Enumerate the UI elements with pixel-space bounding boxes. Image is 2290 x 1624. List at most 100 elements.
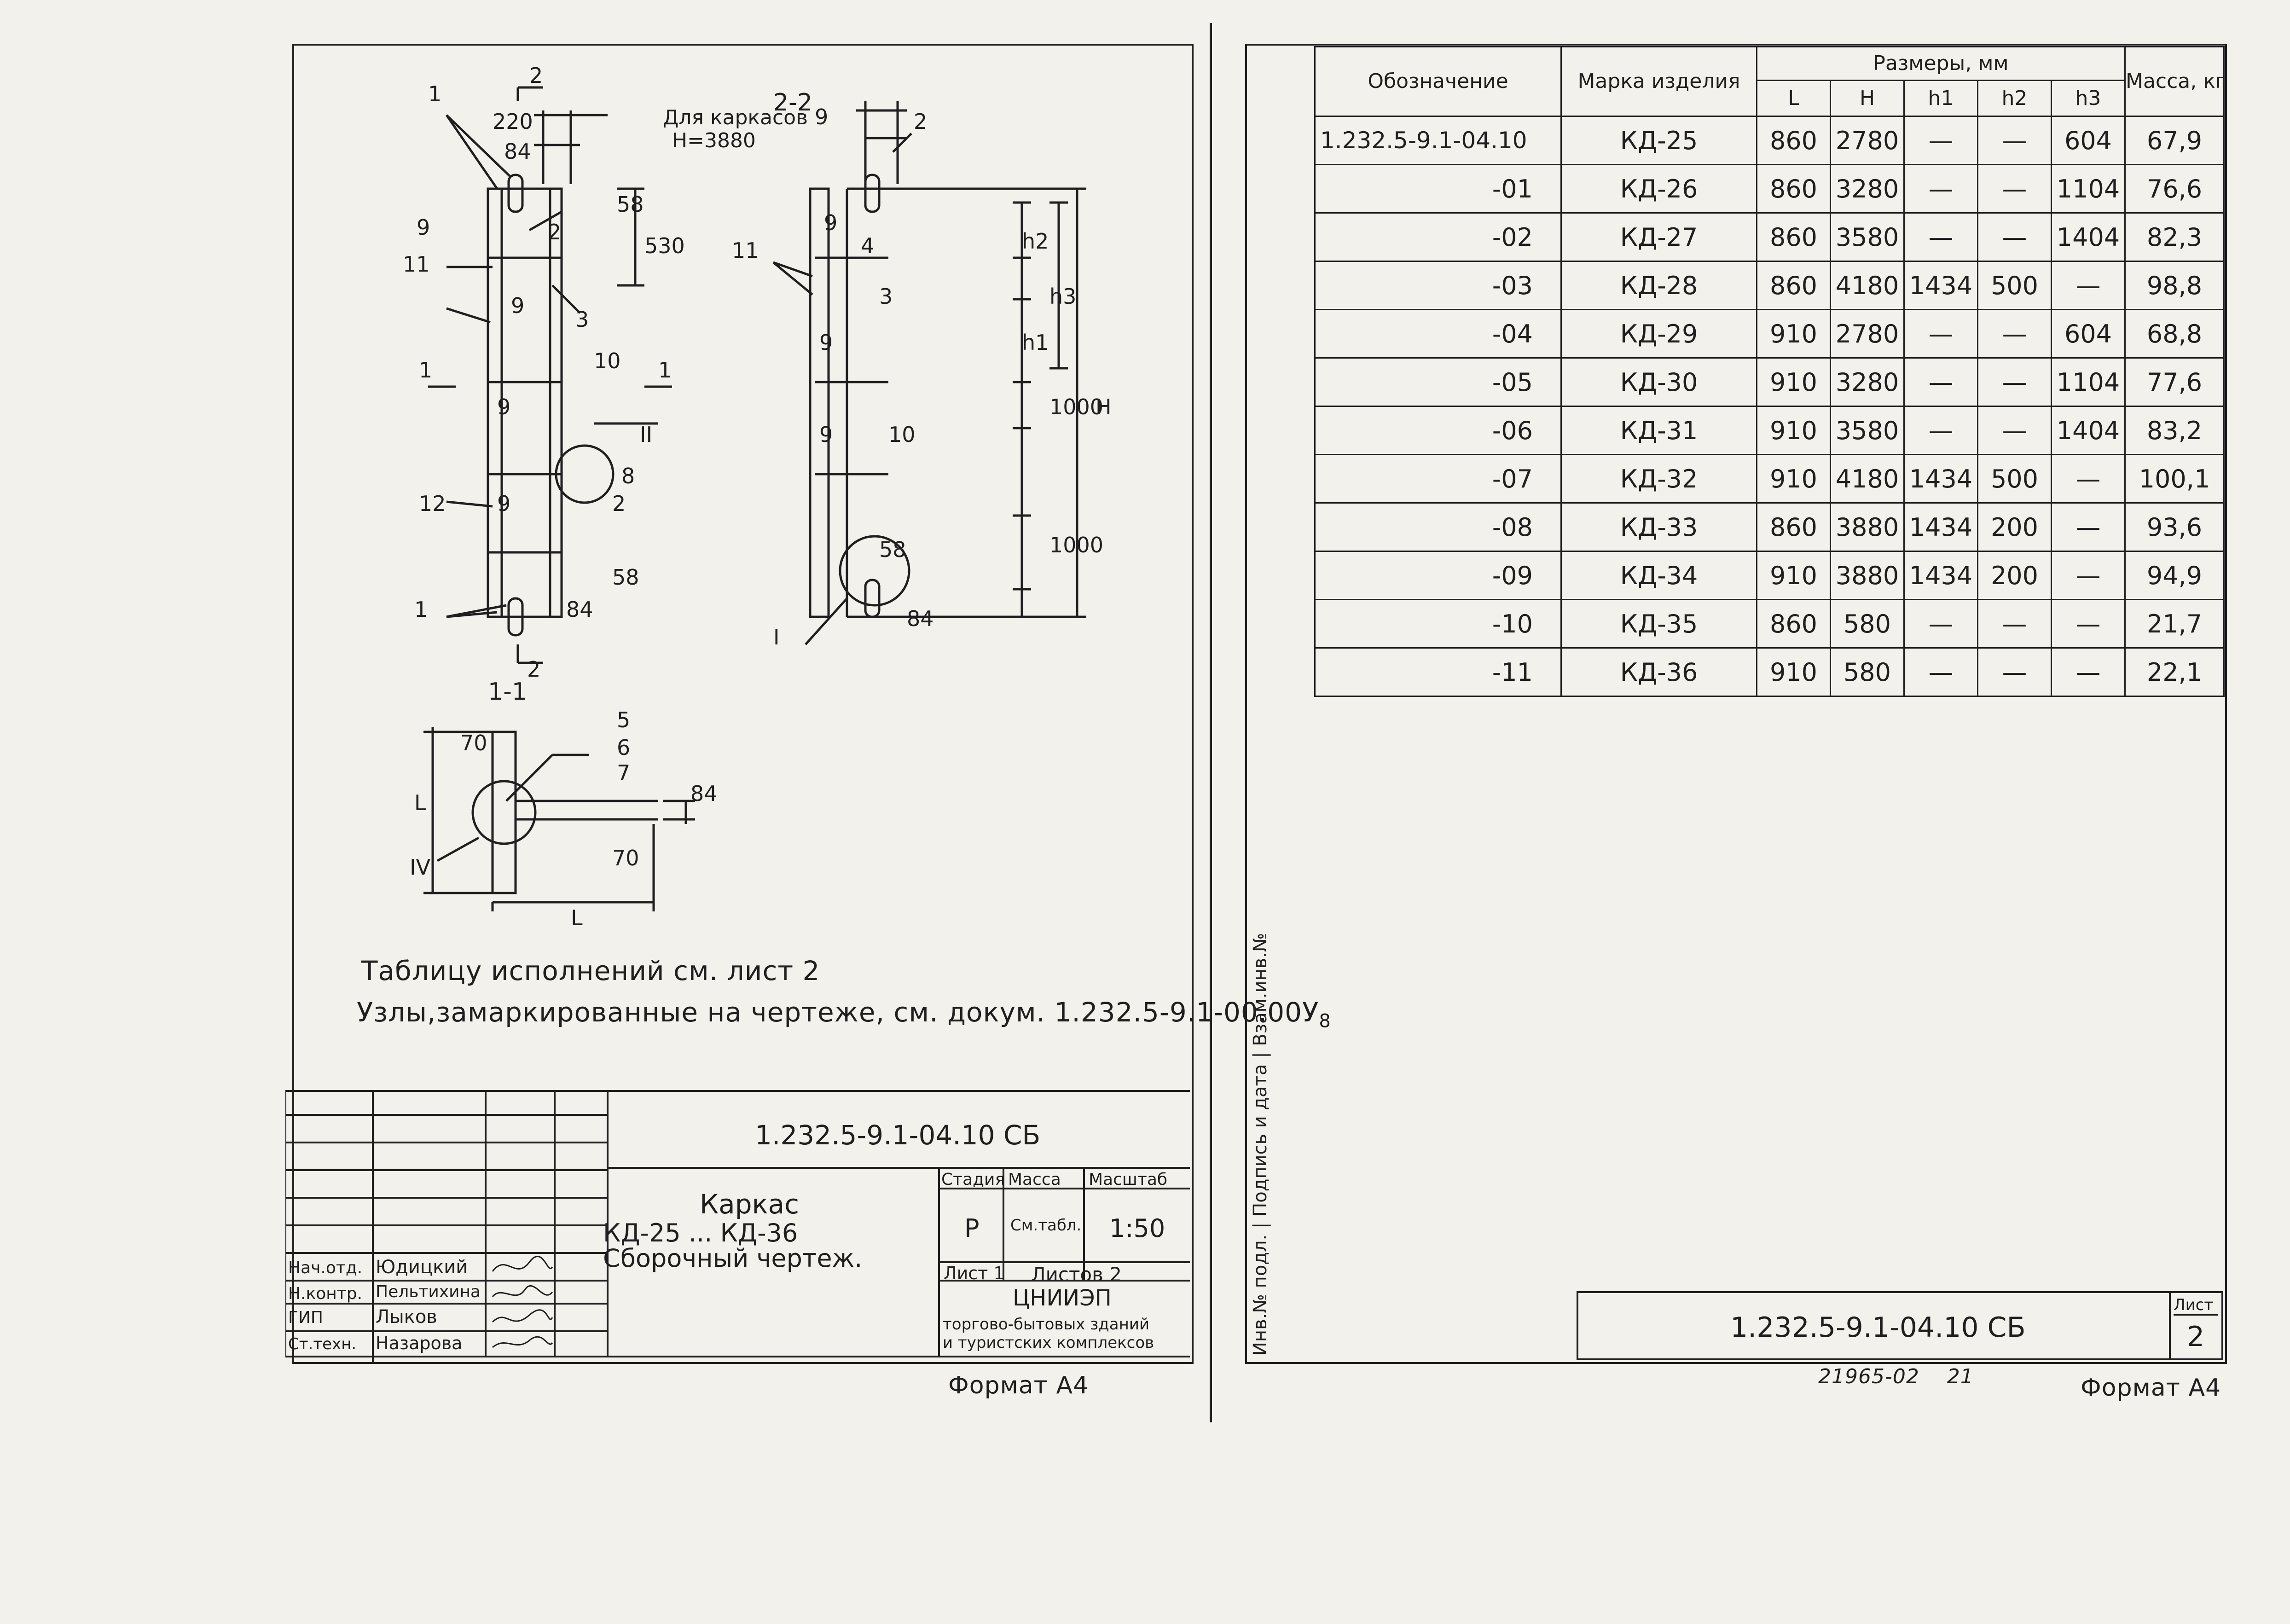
header-brand: Марка изделия [1560,46,1757,117]
table-row: -07 КД-32 910 4180 1434 500 — 100,1 [1314,454,2225,504]
header-mass: Масса, кг [2124,46,2225,117]
cell-mass: 83,2 [2124,406,2225,455]
note-nodes-text: Узлы,замаркированные на чертеже, см. док… [357,997,1319,1028]
svg-text:IV: IV [410,855,431,880]
svg-text:I: I [773,625,780,650]
svg-text:9: 9 [824,210,837,235]
cell-h3: 1404 [2051,406,2126,455]
svg-text:2: 2 [527,657,540,682]
sheet2-stamp: Лист 2 1.232.5-9.1-04.10 СБ [1577,1291,2223,1360]
cell-h1: — [1903,116,1978,165]
signer-role-1: Н.контр. [288,1284,363,1303]
sheet2-frame [1245,44,2227,1364]
cell-L: 910 [1756,551,1831,600]
signer-name-3: Назарова [376,1333,463,1353]
cell-L: 860 [1756,599,1831,649]
svg-text:5: 5 [617,708,630,732]
sheet-label: Лист 1 [944,1263,1005,1283]
cell-mass: 76,6 [2124,164,2225,214]
signatures [492,1256,553,1348]
cell-brand: КД-36 [1560,647,1757,697]
main-elevation-view [428,86,672,664]
signer-name-0: Юдицкий [376,1257,468,1278]
signer-name-1: Пельтихина [376,1282,481,1301]
doc-code: 1.232.5-9.1-04.10 СБ [755,1119,1041,1151]
svg-text:9: 9 [497,394,510,419]
title-main: Каркас [700,1189,799,1220]
cell-brand: КД-29 [1560,309,1757,359]
cell-h2: — [1977,357,2052,407]
svg-text:2: 2 [612,491,626,516]
title-range: КД-25 ... КД-36 [603,1218,798,1247]
header-designation: Обозначение [1314,46,1562,117]
cell-mass: 68,8 [2124,309,2225,359]
svg-text:58: 58 [612,565,639,590]
cell-L: 910 [1756,357,1831,407]
header-h3: h3 [2051,80,2126,117]
cell-designation: -04 [1314,309,1562,359]
drawing-labels: 220 84 58 530 1 9 11 2 9 3 10 9 II 8 2 1… [403,63,1112,930]
svg-text:84: 84 [504,139,531,164]
cell-h1: 1434 [1903,454,1978,504]
svg-text:1: 1 [428,81,441,106]
cell-h3: 1404 [2051,212,2126,262]
cell-L: 860 [1756,116,1831,165]
cell-mass: 100,1 [2124,454,2225,504]
title-block: 1.232.5-9.1-04.10 СБ Каркас КД-25 ... КД… [285,1090,1190,1363]
cell-designation: -02 [1314,212,1562,262]
cell-h3: 1104 [2051,357,2126,407]
svg-text:84: 84 [566,597,593,622]
svg-text:84: 84 [907,606,934,631]
cell-L: 860 [1756,261,1831,310]
cell-h1: — [1903,357,1978,407]
cell-h3: — [2051,551,2126,600]
cell-H: 580 [1830,647,1905,697]
table-row: -01 КД-26 860 3280 — — 1104 76,6 [1314,164,2225,214]
note-nodes-subscript: 8 [1319,1010,1331,1032]
svg-text:58: 58 [879,537,906,562]
cell-h3: 1104 [2051,164,2126,214]
cell-h2: — [1977,599,2052,649]
cell-h3: — [2051,647,2126,697]
sheet1-frame [292,44,1194,1364]
header-sizes: Размеры, мм [1756,46,2126,81]
cell-mass: 67,9 [2124,116,2225,165]
cell-h3: — [2051,599,2126,649]
svg-text:9: 9 [815,104,828,129]
header-L: L [1756,80,1831,117]
sheet2-doc-code: 1.232.5-9.1-04.10 СБ [1730,1311,2026,1344]
org-line1: торгово-бытовых зданий [943,1315,1150,1334]
cell-mass: 21,7 [2124,599,2225,649]
cell-h3: 604 [2051,309,2126,359]
cell-H: 4180 [1830,261,1905,310]
signer-name-2: Лыков [376,1306,437,1328]
cell-designation: -09 [1314,551,1562,600]
sheet1-format: Формат А4 [948,1372,1089,1399]
svg-text:2: 2 [548,220,561,244]
cell-h3: 604 [2051,116,2126,165]
cell-brand: КД-35 [1560,599,1757,649]
mass-value: См.табл. [1010,1216,1082,1235]
table-row: -09 КД-34 910 3880 1434 200 — 94,9 [1314,551,2225,600]
cell-h1: — [1903,164,1978,214]
cell-h2: — [1977,212,2052,262]
archive-number: 21965-02 21 [1818,1365,1974,1388]
svg-text:9: 9 [511,293,524,318]
svg-text:h1: h1 [1022,330,1049,355]
cell-brand: КД-30 [1560,357,1757,407]
cell-h3: — [2051,261,2126,310]
frames-height: Н=3880 [672,129,756,152]
table-row: 1.232.5-9.1-04.10 КД-25 860 2780 — — 604… [1314,116,2225,165]
svg-text:10: 10 [888,422,916,447]
table-row: -03 КД-28 860 4180 1434 500 — 98,8 [1314,261,2225,310]
cell-mass: 98,8 [2124,261,2225,310]
svg-text:10: 10 [594,348,621,373]
svg-text:9: 9 [417,215,430,240]
cell-h2: — [1977,116,2052,165]
org-line2: и туристских комплексов [943,1334,1154,1352]
col-stage: Стадия [941,1170,1005,1189]
cell-h3: — [2051,454,2126,504]
cell-brand: КД-33 [1560,502,1757,552]
sheet2-sheet-no: 2 [2187,1321,2205,1353]
svg-text:1: 1 [414,597,428,622]
